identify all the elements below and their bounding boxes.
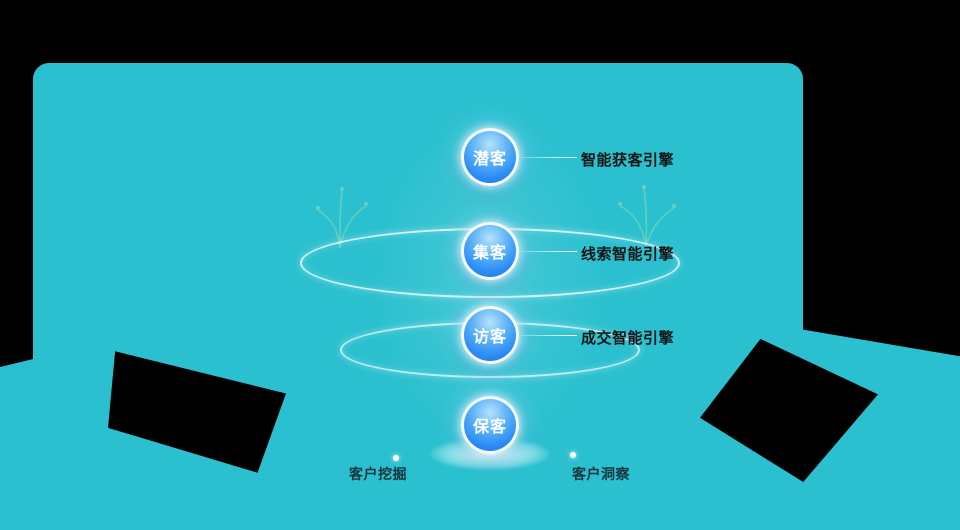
- engine-label-deals: 成交智能引擎: [581, 330, 675, 347]
- footer-dot-left: [393, 455, 399, 461]
- connector-line: [521, 157, 577, 158]
- stage-label: 访客: [472, 329, 507, 346]
- connector-line: [521, 335, 577, 336]
- footer-label-mining: 客户挖掘: [349, 466, 407, 482]
- footer-label-insight: 客户洞察: [572, 466, 630, 482]
- stage-label: 保客: [472, 419, 507, 436]
- stage-circle-gathering: 集客: [461, 222, 519, 280]
- engine-label-acquisition: 智能获客引擎: [581, 152, 675, 169]
- stage-label: 集客: [472, 245, 507, 262]
- stage-circle-visitors: 访客: [461, 306, 519, 364]
- stage-label: 潜客: [472, 151, 507, 168]
- connector-line: [521, 251, 577, 252]
- engine-label-leads: 线索智能引擎: [581, 246, 675, 263]
- footer-dot-right: [570, 452, 576, 458]
- stage-circle-prospects: 潜客: [461, 128, 519, 186]
- stage-circle-retention: 保客: [461, 396, 519, 454]
